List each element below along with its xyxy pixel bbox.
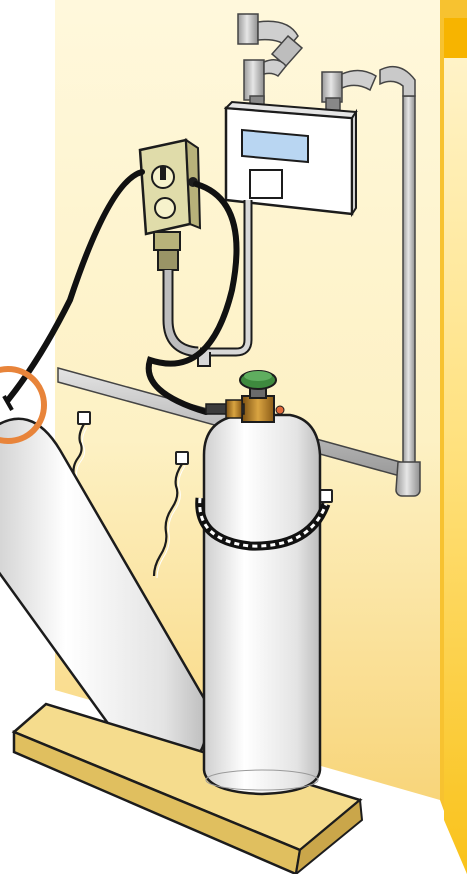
side-panel bbox=[440, 0, 467, 874]
gas-meter-icon bbox=[226, 102, 356, 214]
upright-cylinder bbox=[204, 415, 320, 794]
